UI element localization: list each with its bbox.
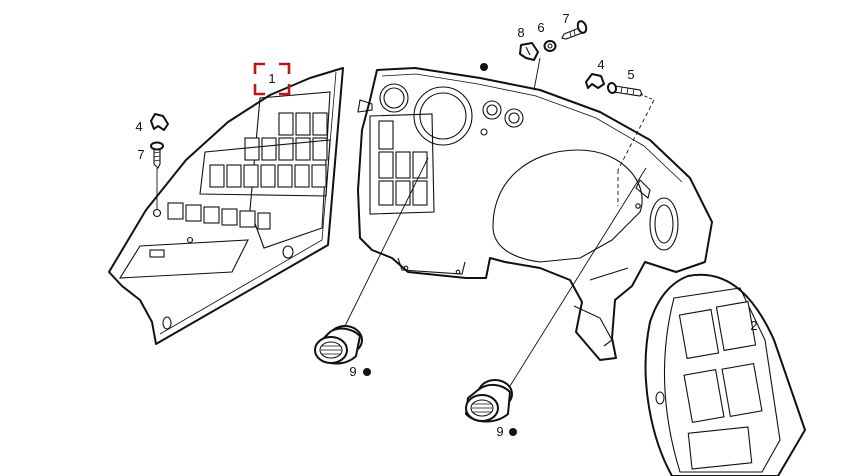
part-9-vent-nozzle-left[interactable] — [314, 325, 363, 365]
callout-5[interactable]: 5 — [627, 67, 634, 82]
part-7-screw-left[interactable] — [150, 141, 164, 169]
leader-lines — [156, 57, 655, 387]
marker-dot-9-right — [509, 428, 517, 436]
panel-1-vent-grid-upper — [209, 112, 328, 188]
callout-6[interactable]: 6 — [537, 20, 544, 35]
round-opening-mid-a — [482, 100, 502, 120]
part-4-clip-left[interactable] — [150, 113, 169, 131]
callout-labels: 1 2 4 7 8 6 7 4 5 9 9 — [135, 11, 757, 439]
round-opening-mid-b — [504, 108, 524, 128]
round-opening-left — [379, 83, 409, 113]
shell-vent-grid-left — [378, 120, 428, 206]
callout-1-highlight: 1 — [253, 62, 291, 96]
gauge-opening-large — [413, 86, 473, 146]
part-6-washer[interactable] — [543, 40, 557, 52]
part-1-left-panel[interactable] — [108, 67, 344, 345]
callout-9-right[interactable]: 9 — [496, 424, 503, 439]
callout-4-left[interactable]: 4 — [135, 119, 142, 134]
part-9-vent-nozzle-right[interactable] — [465, 379, 513, 423]
part-4-clip-right[interactable] — [585, 73, 605, 89]
part-8-clip[interactable] — [519, 42, 539, 61]
callout-7-top[interactable]: 7 — [562, 11, 569, 26]
part-2-right-panel[interactable] — [644, 273, 806, 476]
callout-4-right[interactable]: 4 — [597, 57, 604, 72]
part-5-bolt[interactable] — [606, 82, 643, 97]
callout-1[interactable]: 1 — [268, 71, 275, 86]
marker-dot-top — [480, 63, 488, 71]
callout-8[interactable]: 8 — [517, 25, 524, 40]
part-7-screw-top[interactable] — [561, 20, 588, 40]
gauge-opening-right — [649, 197, 679, 251]
main-dashboard-shell[interactable] — [357, 67, 713, 361]
callout-9-left[interactable]: 9 — [349, 364, 356, 379]
marker-dots — [363, 63, 517, 436]
marker-dot-9-left — [363, 368, 371, 376]
callout-7-left[interactable]: 7 — [137, 147, 144, 162]
panel-1-vent-grid-lower — [167, 202, 271, 230]
callout-2[interactable]: 2 — [750, 318, 757, 333]
